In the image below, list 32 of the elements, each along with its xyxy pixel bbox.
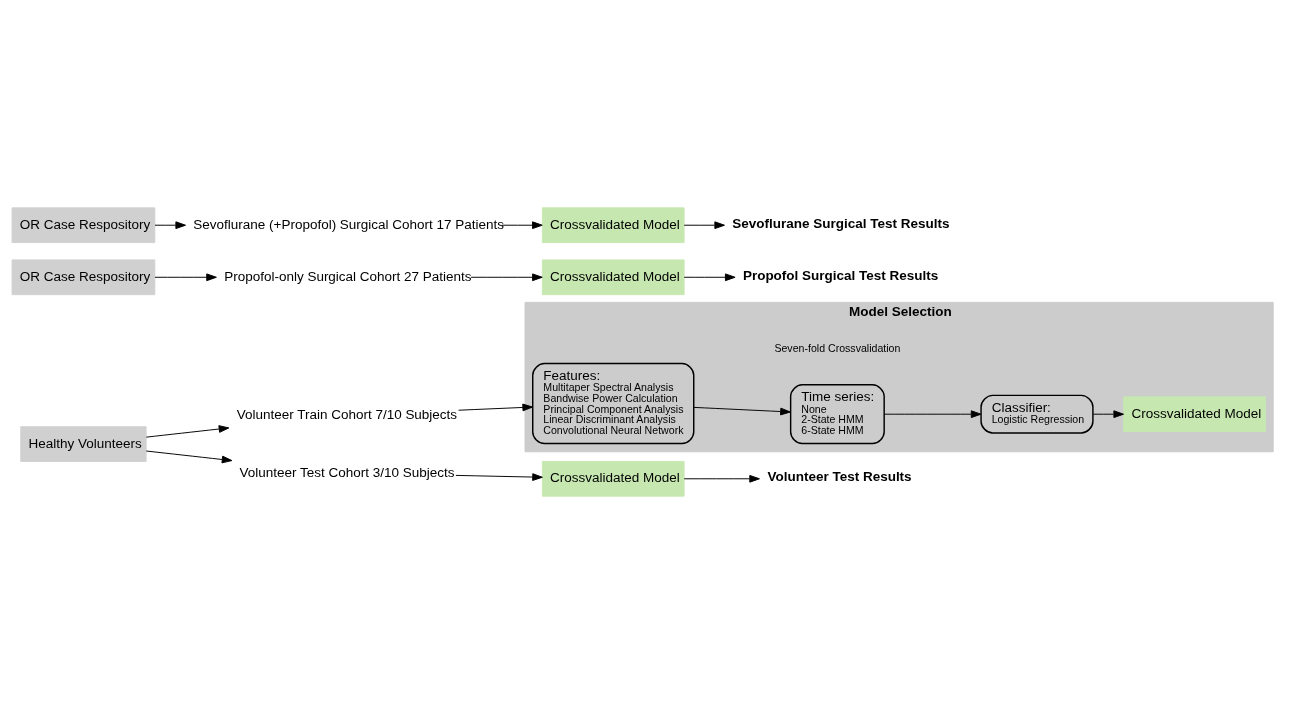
arrow: [683, 273, 736, 282]
node-text: Volunteer Test Results: [767, 469, 912, 485]
arrow: [455, 473, 543, 481]
node-text: Propofol Surgical Test Results: [742, 267, 939, 283]
node-box: Crossvalidated Model: [541, 207, 685, 244]
node-text: Volunteer Train Cohort 7/10 Subjects: [236, 406, 458, 422]
label: Seven-fold Crossvalidation: [774, 342, 901, 355]
arrow: [501, 221, 543, 230]
node-text: Sevoflurane Surgical Test Results: [732, 215, 950, 231]
arrow: [154, 221, 186, 230]
arrow: [458, 403, 533, 412]
arrow: [683, 221, 725, 230]
arrow: [1092, 410, 1124, 419]
node-text: Volunteer Test Cohort 3/10 Subjects: [239, 464, 455, 480]
arrow: [883, 410, 982, 419]
node-box: Crossvalidated Model: [541, 460, 685, 497]
node-box: Time series: None 2-State HMM 6-State HMM: [789, 384, 885, 445]
node-text: Propofol-only Surgical Cohort 27 Patients: [224, 268, 472, 284]
arrow: [154, 273, 217, 282]
node-box: Crossvalidated Model: [1123, 396, 1266, 433]
arrow: [470, 273, 543, 282]
node-box: Healthy Volunteers: [20, 426, 147, 462]
node-box: Crossvalidated Model: [541, 259, 685, 296]
node-box: OR Case Respository: [11, 207, 156, 244]
arrow: [693, 406, 791, 416]
arrow: [145, 450, 233, 464]
node-box: Features: Multitaper Spectral Analysis Bandwise Power Calculation Principal Component Analysis Linear Discriminant Analysis Convolutional Neural Network: [532, 362, 695, 445]
node-box: OR Case Respository: [11, 259, 156, 296]
node-text: Sevoflurane (+Propofol) Surgical Cohort 17 Patients: [193, 216, 505, 232]
arrow: [683, 474, 760, 483]
node-box: Classifier: Logistic Regression: [980, 394, 1094, 434]
arrow: [145, 425, 230, 438]
